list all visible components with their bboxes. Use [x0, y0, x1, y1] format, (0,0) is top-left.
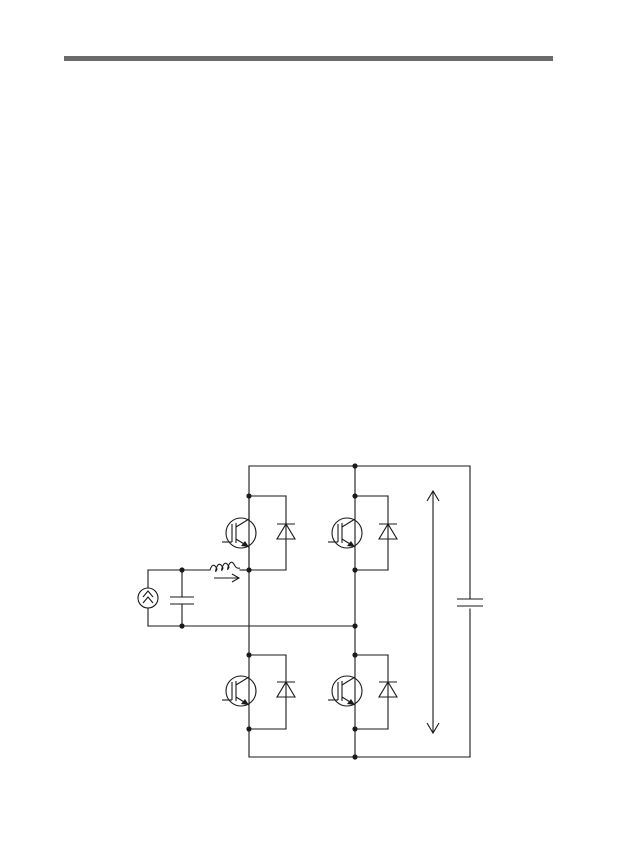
wiring [147, 465, 471, 758]
igbt-upper-right-icon [328, 517, 363, 549]
junction-dots [179, 463, 358, 760]
input-capacitor-icon [170, 596, 194, 605]
current-arrow-icon [214, 573, 241, 583]
header-rule [64, 56, 553, 61]
diode-upper-right-icon [378, 522, 398, 540]
igbt-lower-right-icon [328, 675, 363, 707]
igbt-upper-left-icon [222, 495, 257, 571]
dc-voltage-arrow-icon [426, 489, 440, 735]
diode-lower-left-icon [276, 680, 296, 698]
igbt-lower-left-icon [222, 675, 257, 707]
inductor-icon [209, 561, 241, 573]
dc-link-capacitor-icon [457, 598, 483, 607]
ac-source-icon [137, 587, 159, 609]
diode-upper-left-icon [276, 522, 296, 540]
diode-lower-right-icon [378, 680, 398, 698]
